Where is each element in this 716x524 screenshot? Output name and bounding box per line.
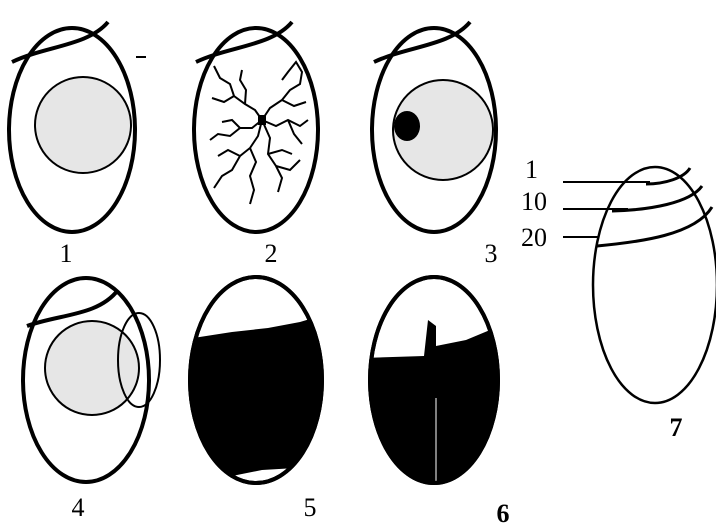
scale-label-10: 10 — [521, 187, 547, 216]
label-egg-2: 2 — [265, 239, 278, 268]
egg-2-shell — [194, 28, 318, 232]
egg-6 — [360, 277, 510, 490]
egg-7 — [563, 167, 716, 403]
egg-3-blood-ring — [394, 111, 420, 141]
scale-label-20: 20 — [521, 223, 547, 252]
egg-4 — [23, 278, 160, 482]
egg-7-shell — [593, 167, 716, 403]
scale-label-1: 1 — [525, 155, 538, 184]
label-egg-3: 3 — [485, 239, 498, 268]
egg-5 — [180, 277, 340, 483]
label-egg-5: 5 — [304, 493, 317, 522]
egg-1-yolk — [35, 77, 131, 173]
label-egg-6: 6 — [497, 499, 510, 524]
egg-1 — [9, 22, 146, 232]
label-egg-7: 7 — [670, 413, 683, 442]
egg-2 — [194, 22, 318, 232]
egg-4-yolk — [45, 321, 139, 415]
label-egg-1: 1 — [60, 239, 73, 268]
egg-3 — [372, 22, 496, 232]
egg-2-embryo — [258, 115, 266, 125]
label-egg-4: 4 — [72, 493, 85, 522]
